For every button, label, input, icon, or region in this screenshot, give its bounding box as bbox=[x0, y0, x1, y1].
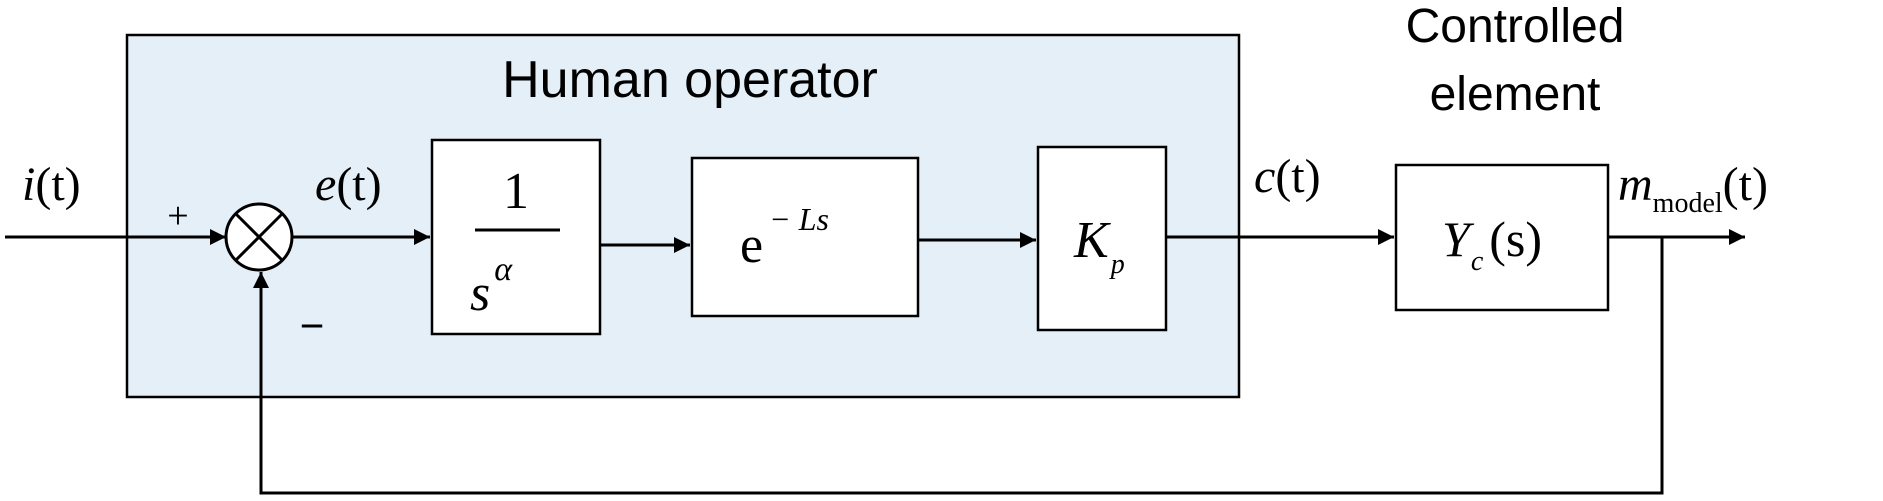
error-signal-label: e(t) bbox=[315, 158, 382, 211]
sum-minus-sign: − bbox=[300, 302, 325, 349]
integrator-numerator: 1 bbox=[503, 163, 529, 220]
time-delay-block bbox=[690, 156, 920, 318]
feedback-path bbox=[253, 237, 1664, 495]
sum-plus-sign: + bbox=[167, 195, 188, 237]
output-signal-label: mmodel(t) bbox=[1618, 158, 1768, 219]
control-signal-label: c(t) bbox=[1254, 150, 1321, 203]
plant-expression: Yc(s) bbox=[1442, 211, 1542, 277]
time-delay-expression: e− Ls bbox=[740, 201, 829, 274]
human-operator-title: Human operator bbox=[502, 51, 878, 109]
fractional-integrator-block bbox=[430, 138, 602, 336]
gain-expression: Kp bbox=[1073, 212, 1125, 280]
input-signal-label: i(t) bbox=[22, 158, 81, 211]
gain-block bbox=[1036, 145, 1168, 332]
controlled-element-block bbox=[1394, 163, 1610, 312]
summing-junction bbox=[224, 202, 294, 272]
controlled-element-title-line1: Controlled bbox=[1406, 0, 1625, 53]
controlled-element-title-line2: element bbox=[1430, 68, 1601, 121]
